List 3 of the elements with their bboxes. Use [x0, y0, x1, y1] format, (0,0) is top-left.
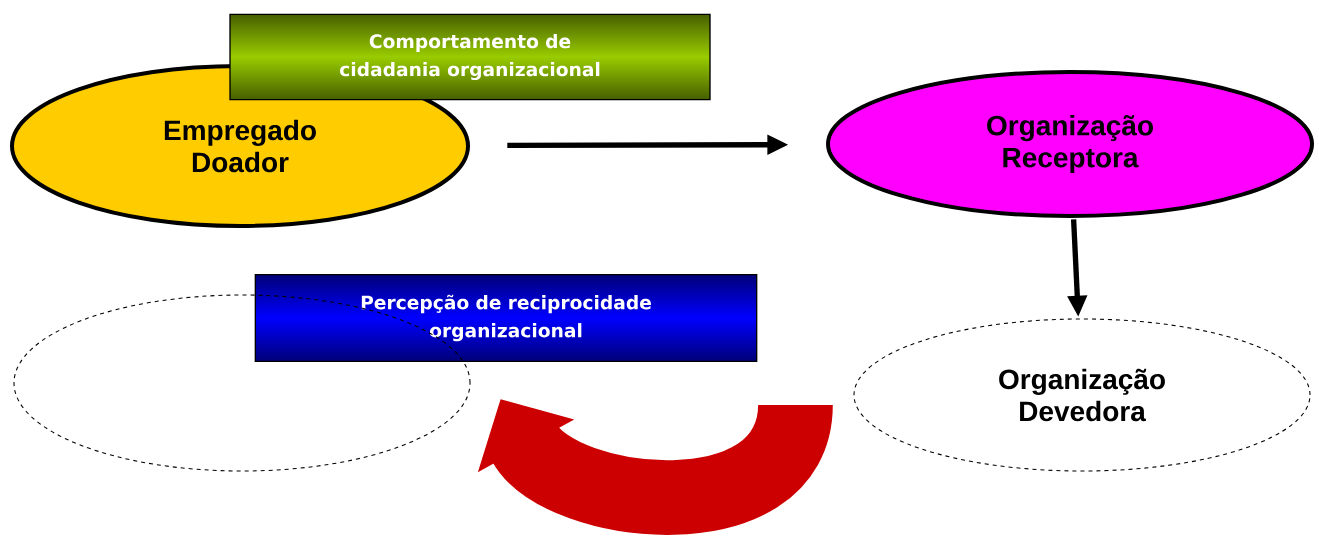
ellipse-node: Organização Receptora: [826, 70, 1314, 218]
text-box: Percepção de reciprocidade organizacional: [254, 274, 758, 362]
text-box: Comportamento de cidadania organizacional: [229, 13, 711, 101]
